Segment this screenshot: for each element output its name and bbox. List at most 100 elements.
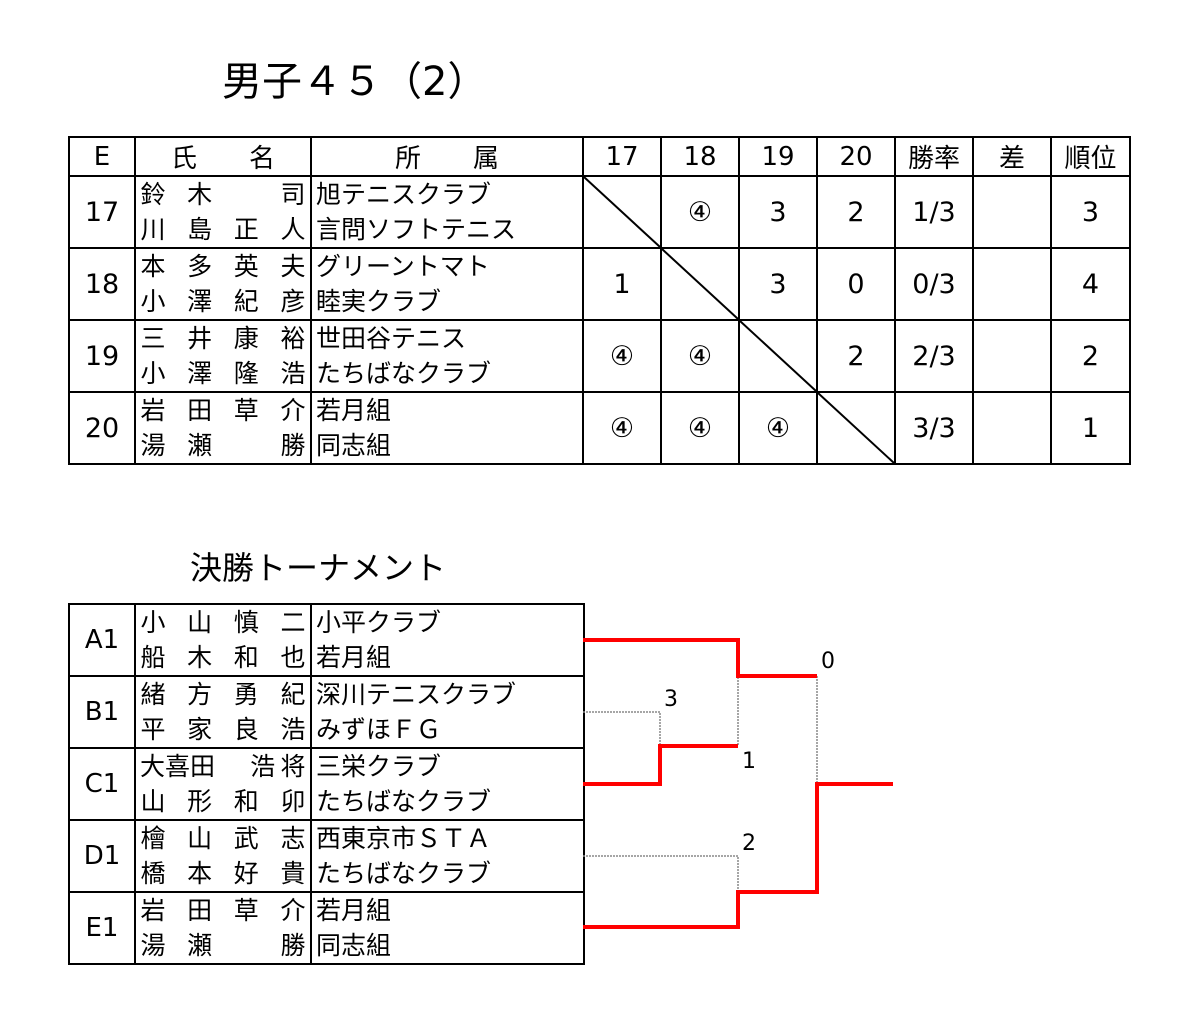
player-name: 鈴木司	[137, 178, 309, 212]
diagonal-cell	[816, 391, 896, 465]
header-rank: 順位	[1050, 136, 1131, 177]
name-char: 浩	[250, 752, 276, 781]
club-name: 深川テニスクラブ	[316, 680, 517, 709]
club-name: 世田谷テニス	[316, 324, 467, 353]
page-title: 男子４５（2）	[222, 59, 488, 105]
rank: 3	[1050, 175, 1131, 249]
name-char: 平	[140, 715, 166, 744]
name-char: 裕	[280, 324, 306, 353]
name-char: 隆	[233, 359, 259, 388]
name-char	[233, 928, 259, 962]
player-names: 三井康裕小澤隆浩	[134, 319, 312, 393]
score-d1-e1: 2	[742, 831, 756, 856]
name-char: 山	[187, 608, 213, 637]
name-char: 正	[233, 215, 259, 244]
match-result: ④	[660, 175, 740, 249]
name-char: 岩	[140, 396, 166, 425]
name-char: 也	[280, 643, 306, 672]
entry-number: 17	[68, 175, 136, 249]
diagonal-cell	[660, 247, 740, 321]
name-char: 家	[187, 715, 213, 744]
name-char: 田	[187, 396, 213, 425]
name-char: 湯	[140, 931, 166, 960]
win-rate: 2/3	[894, 319, 974, 393]
club-name: 小平クラブ	[316, 608, 442, 637]
player-name: 本多英夫	[137, 250, 309, 284]
seed-label: A1	[68, 603, 136, 677]
header-col-20: 20	[816, 136, 896, 177]
player-names: 鈴木司川島正人	[134, 175, 312, 249]
club-name: たちばなクラブ	[316, 859, 492, 888]
player-name: 緒方勇紀	[137, 678, 309, 712]
bracket-line-d1-loser	[583, 855, 739, 892]
name-char: 将	[280, 752, 306, 781]
bracket-line-b1-loser	[583, 711, 661, 746]
name-char: 小	[140, 608, 166, 637]
name-char: 介	[280, 896, 306, 925]
bracket-line-e1-winner	[583, 782, 893, 929]
point-diff	[972, 175, 1052, 249]
club-names: グリーントマト睦実クラブ	[310, 247, 584, 321]
name-char: 志	[280, 824, 306, 853]
match-result: ④	[738, 391, 818, 465]
player-names: 大喜田浩将山形和卯	[134, 747, 312, 821]
name-char: 康	[233, 324, 259, 353]
seed-label: C1	[68, 747, 136, 821]
name-char: 武	[233, 824, 259, 853]
player-name: 橋本好貴	[137, 856, 309, 890]
rank: 2	[1050, 319, 1131, 393]
name-char: 彦	[280, 287, 306, 316]
name-char: 和	[233, 643, 259, 672]
match-result: 3	[738, 247, 818, 321]
player-name: 小山慎二	[137, 606, 309, 640]
name-char: 小	[140, 359, 166, 388]
name-char: 島	[187, 215, 213, 244]
match-result: 0	[816, 247, 896, 321]
player-names: 檜山武志橋本好貴	[134, 819, 312, 893]
name-char: 方	[187, 680, 213, 709]
name-char: 多	[187, 252, 213, 281]
club-name: 言問ソフトテニス	[316, 215, 517, 244]
name-char: 檜	[140, 824, 166, 853]
name-char: 二	[280, 608, 306, 637]
win-rate: 3/3	[894, 391, 974, 465]
name-char: 介	[280, 396, 306, 425]
match-result: ④	[582, 391, 662, 465]
club-names: 三栄クラブたちばなクラブ	[310, 747, 585, 821]
bracket-line-a1-winner	[583, 638, 817, 678]
name-char: 川	[140, 215, 166, 244]
diagonal-line	[818, 393, 894, 463]
win-rate: 1/3	[894, 175, 974, 249]
player-name: 三井康裕	[137, 322, 309, 356]
diagonal-cell	[738, 319, 818, 393]
name-char: 本	[140, 252, 166, 281]
name-char: 草	[233, 396, 259, 425]
name-char: 山	[187, 824, 213, 853]
name-char: 井	[187, 324, 213, 353]
club-name: みずほＦＧ	[316, 715, 442, 744]
club-name: 同志組	[316, 431, 392, 460]
name-char: 卯	[280, 787, 306, 816]
club-name: 若月組	[316, 643, 392, 672]
bracket-line-c1-winner	[583, 744, 738, 786]
club-names: 小平クラブ若月組	[310, 603, 585, 677]
club-name: 西東京市ＳＴＡ	[316, 824, 492, 853]
entry-number: 20	[68, 391, 136, 465]
player-names: 岩田草介湯瀬勝	[134, 391, 312, 465]
name-char: 澤	[187, 287, 213, 316]
match-result: ④	[660, 391, 740, 465]
name-char	[219, 750, 245, 784]
name-char: 慎	[233, 608, 259, 637]
player-name: 船木和也	[137, 640, 309, 674]
header-col-19: 19	[738, 136, 818, 177]
name-char: 鈴	[140, 180, 166, 209]
win-rate: 0/3	[894, 247, 974, 321]
name-char: 浩	[280, 359, 306, 388]
name-char: 岩	[140, 896, 166, 925]
